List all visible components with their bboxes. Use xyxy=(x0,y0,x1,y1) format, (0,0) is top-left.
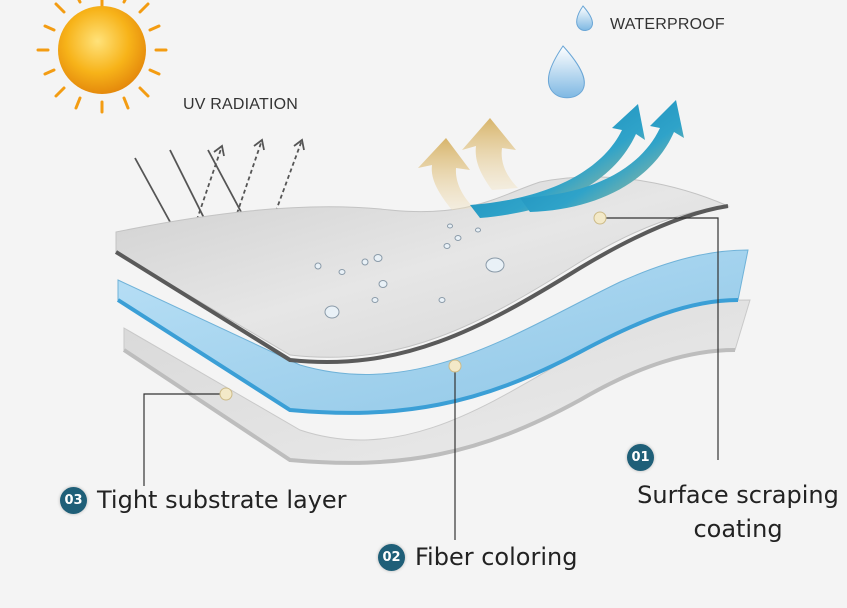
uv-ray-arrows xyxy=(134,138,305,241)
callout-02: 02 Fiber coloring xyxy=(378,543,577,571)
callout-dots xyxy=(219,211,607,401)
coating-layer xyxy=(115,176,730,358)
water-wave-arrows-icon xyxy=(470,100,684,218)
uv-radiation-caption: UV RADIATION xyxy=(183,96,299,113)
callout-03: 03 Tight substrate layer xyxy=(60,486,347,514)
callout-02-text: Fiber coloring xyxy=(415,543,578,571)
water-droplets xyxy=(314,223,505,319)
callout-03-text: Tight substrate layer xyxy=(97,486,347,514)
sun-icon xyxy=(36,0,168,114)
waterproof-caption: WATERPROOF xyxy=(610,16,725,33)
heat-arrows-icon xyxy=(418,118,518,210)
callout-01-line1: Surface scraping xyxy=(637,481,839,509)
callout-03-badge: 03 xyxy=(60,486,87,514)
callout-01-text: Surface scraping coating xyxy=(630,478,846,546)
callout-01: 01 xyxy=(627,444,654,471)
callout-01-line2: coating xyxy=(693,515,783,543)
callout-lines xyxy=(143,217,719,540)
water-drop-icon xyxy=(547,5,593,99)
callout-02-badge: 02 xyxy=(378,543,405,571)
callout-01-badge: 01 xyxy=(627,444,654,471)
